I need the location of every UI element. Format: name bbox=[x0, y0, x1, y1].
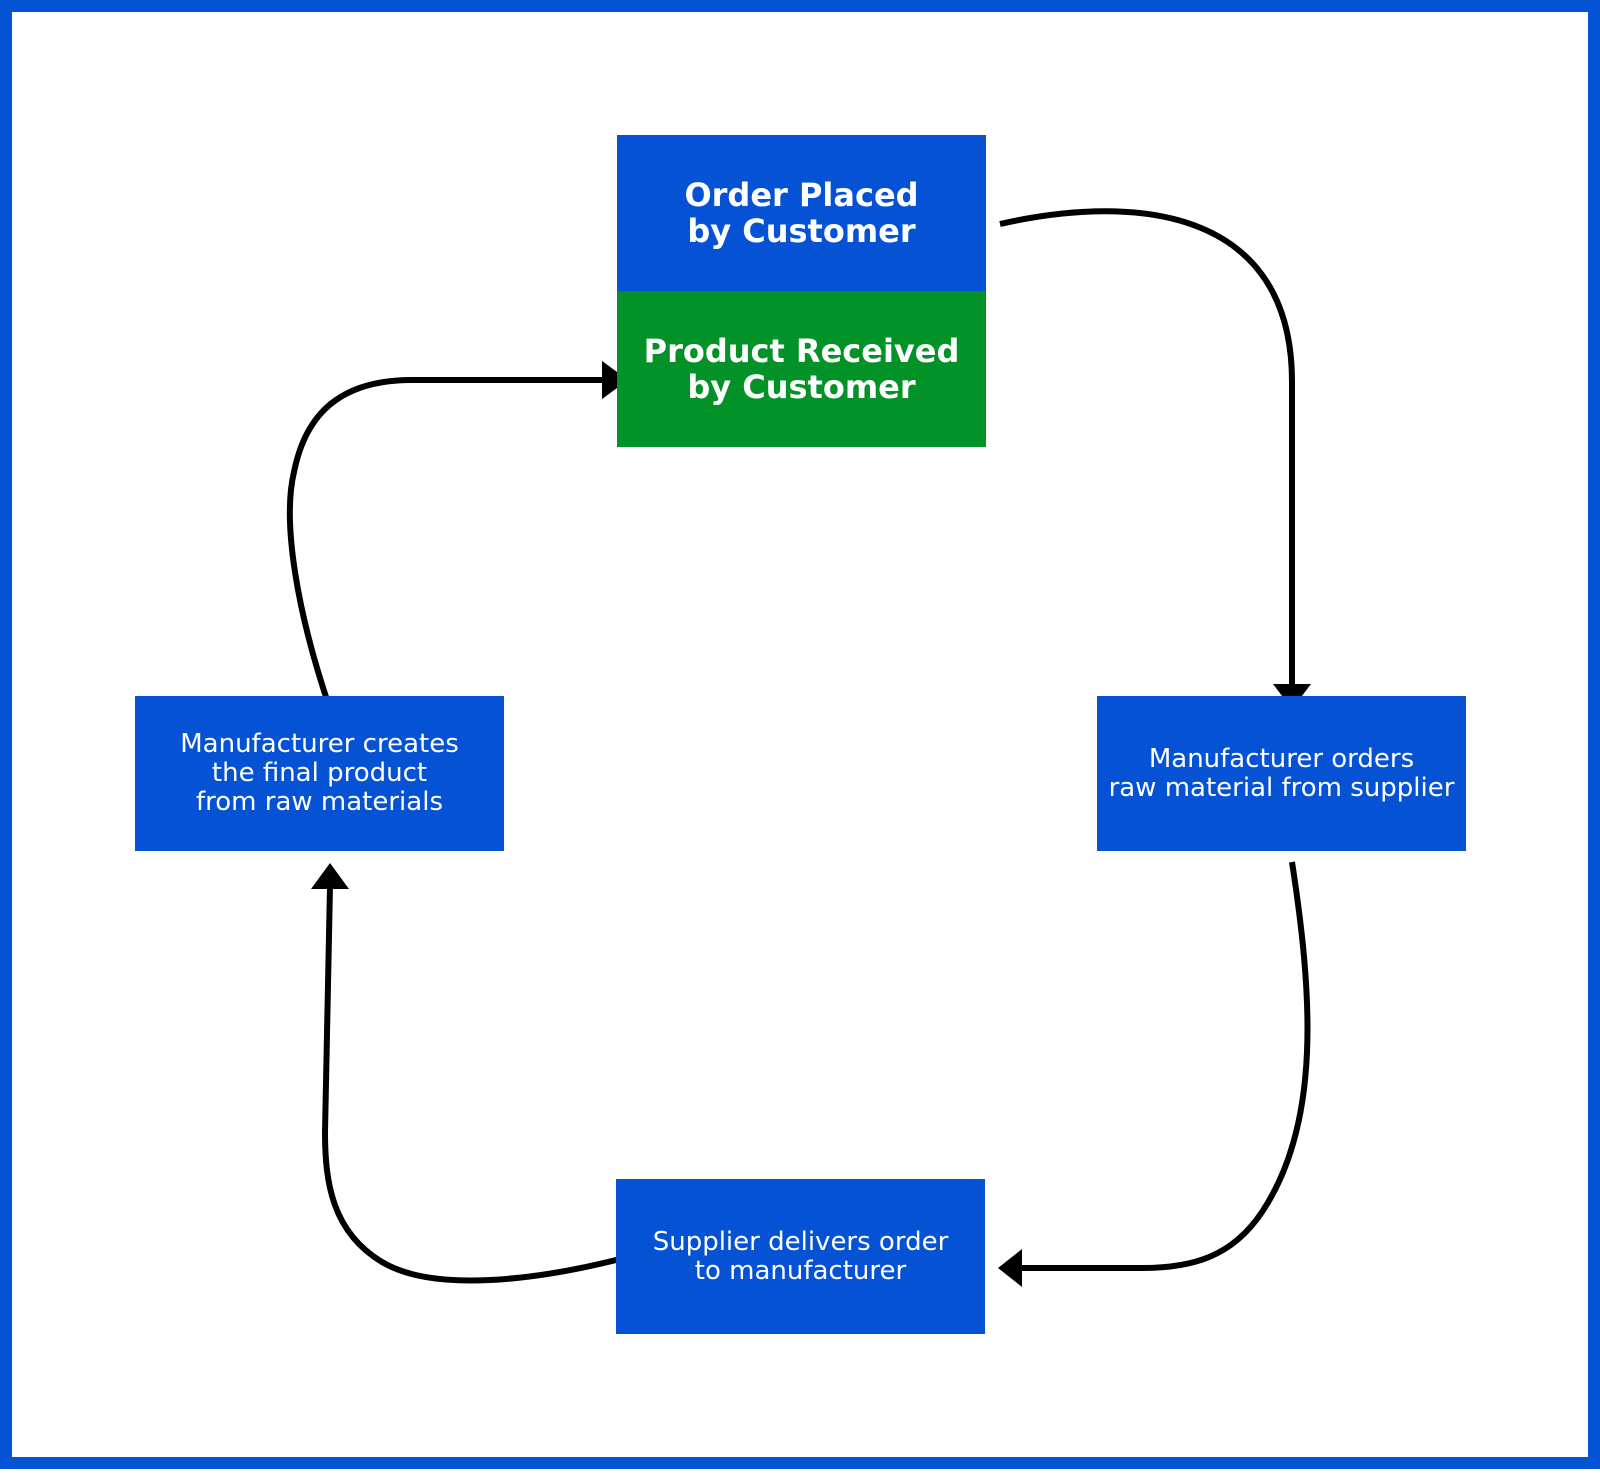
edge-manufacturer-orders-to-supplier bbox=[1022, 861, 1311, 1271]
edge-manufacturer-creates-to-product-received bbox=[286, 377, 602, 710]
node-manufacturer-creates-line2: the final product bbox=[211, 758, 428, 788]
edge-supplier-to-manufacturer-creates bbox=[321, 885, 629, 1284]
node-order-placed: Order Placed by Customer bbox=[617, 135, 986, 291]
node-manufacturer-creates-line1: Manufacturer creates bbox=[180, 729, 459, 759]
node-supplier-delivers: Supplier delivers order to manufacturer bbox=[616, 1179, 985, 1334]
node-product-received: Product Received by Customer bbox=[617, 291, 986, 447]
node-manufacturer-orders: Manufacturer orders raw material from su… bbox=[1097, 696, 1466, 851]
edge-order-to-manufacturer-orders bbox=[999, 208, 1295, 684]
arrowhead-manufacturer-creates bbox=[311, 863, 349, 889]
node-supplier-delivers-line2: to manufacturer bbox=[694, 1255, 907, 1286]
node-order-placed-line1: Order Placed bbox=[684, 176, 919, 214]
node-manufacturer-creates: Manufacturer creates the final product f… bbox=[135, 696, 504, 851]
arrowhead-supplier-delivers bbox=[998, 1249, 1022, 1287]
node-manufacturer-orders-line2: raw material from supplier bbox=[1108, 772, 1455, 803]
node-product-received-line1: Product Received bbox=[643, 332, 960, 370]
edges-layer bbox=[286, 208, 1311, 1287]
node-product-received-line2: by Customer bbox=[687, 368, 916, 406]
node-supplier-delivers-line1: Supplier delivers order bbox=[652, 1226, 949, 1257]
node-manufacturer-creates-line3: from raw materials bbox=[196, 787, 443, 817]
node-order-placed-line2: by Customer bbox=[687, 212, 916, 250]
node-manufacturer-orders-line1: Manufacturer orders bbox=[1148, 743, 1415, 774]
arrowhead-product-received bbox=[602, 361, 628, 399]
